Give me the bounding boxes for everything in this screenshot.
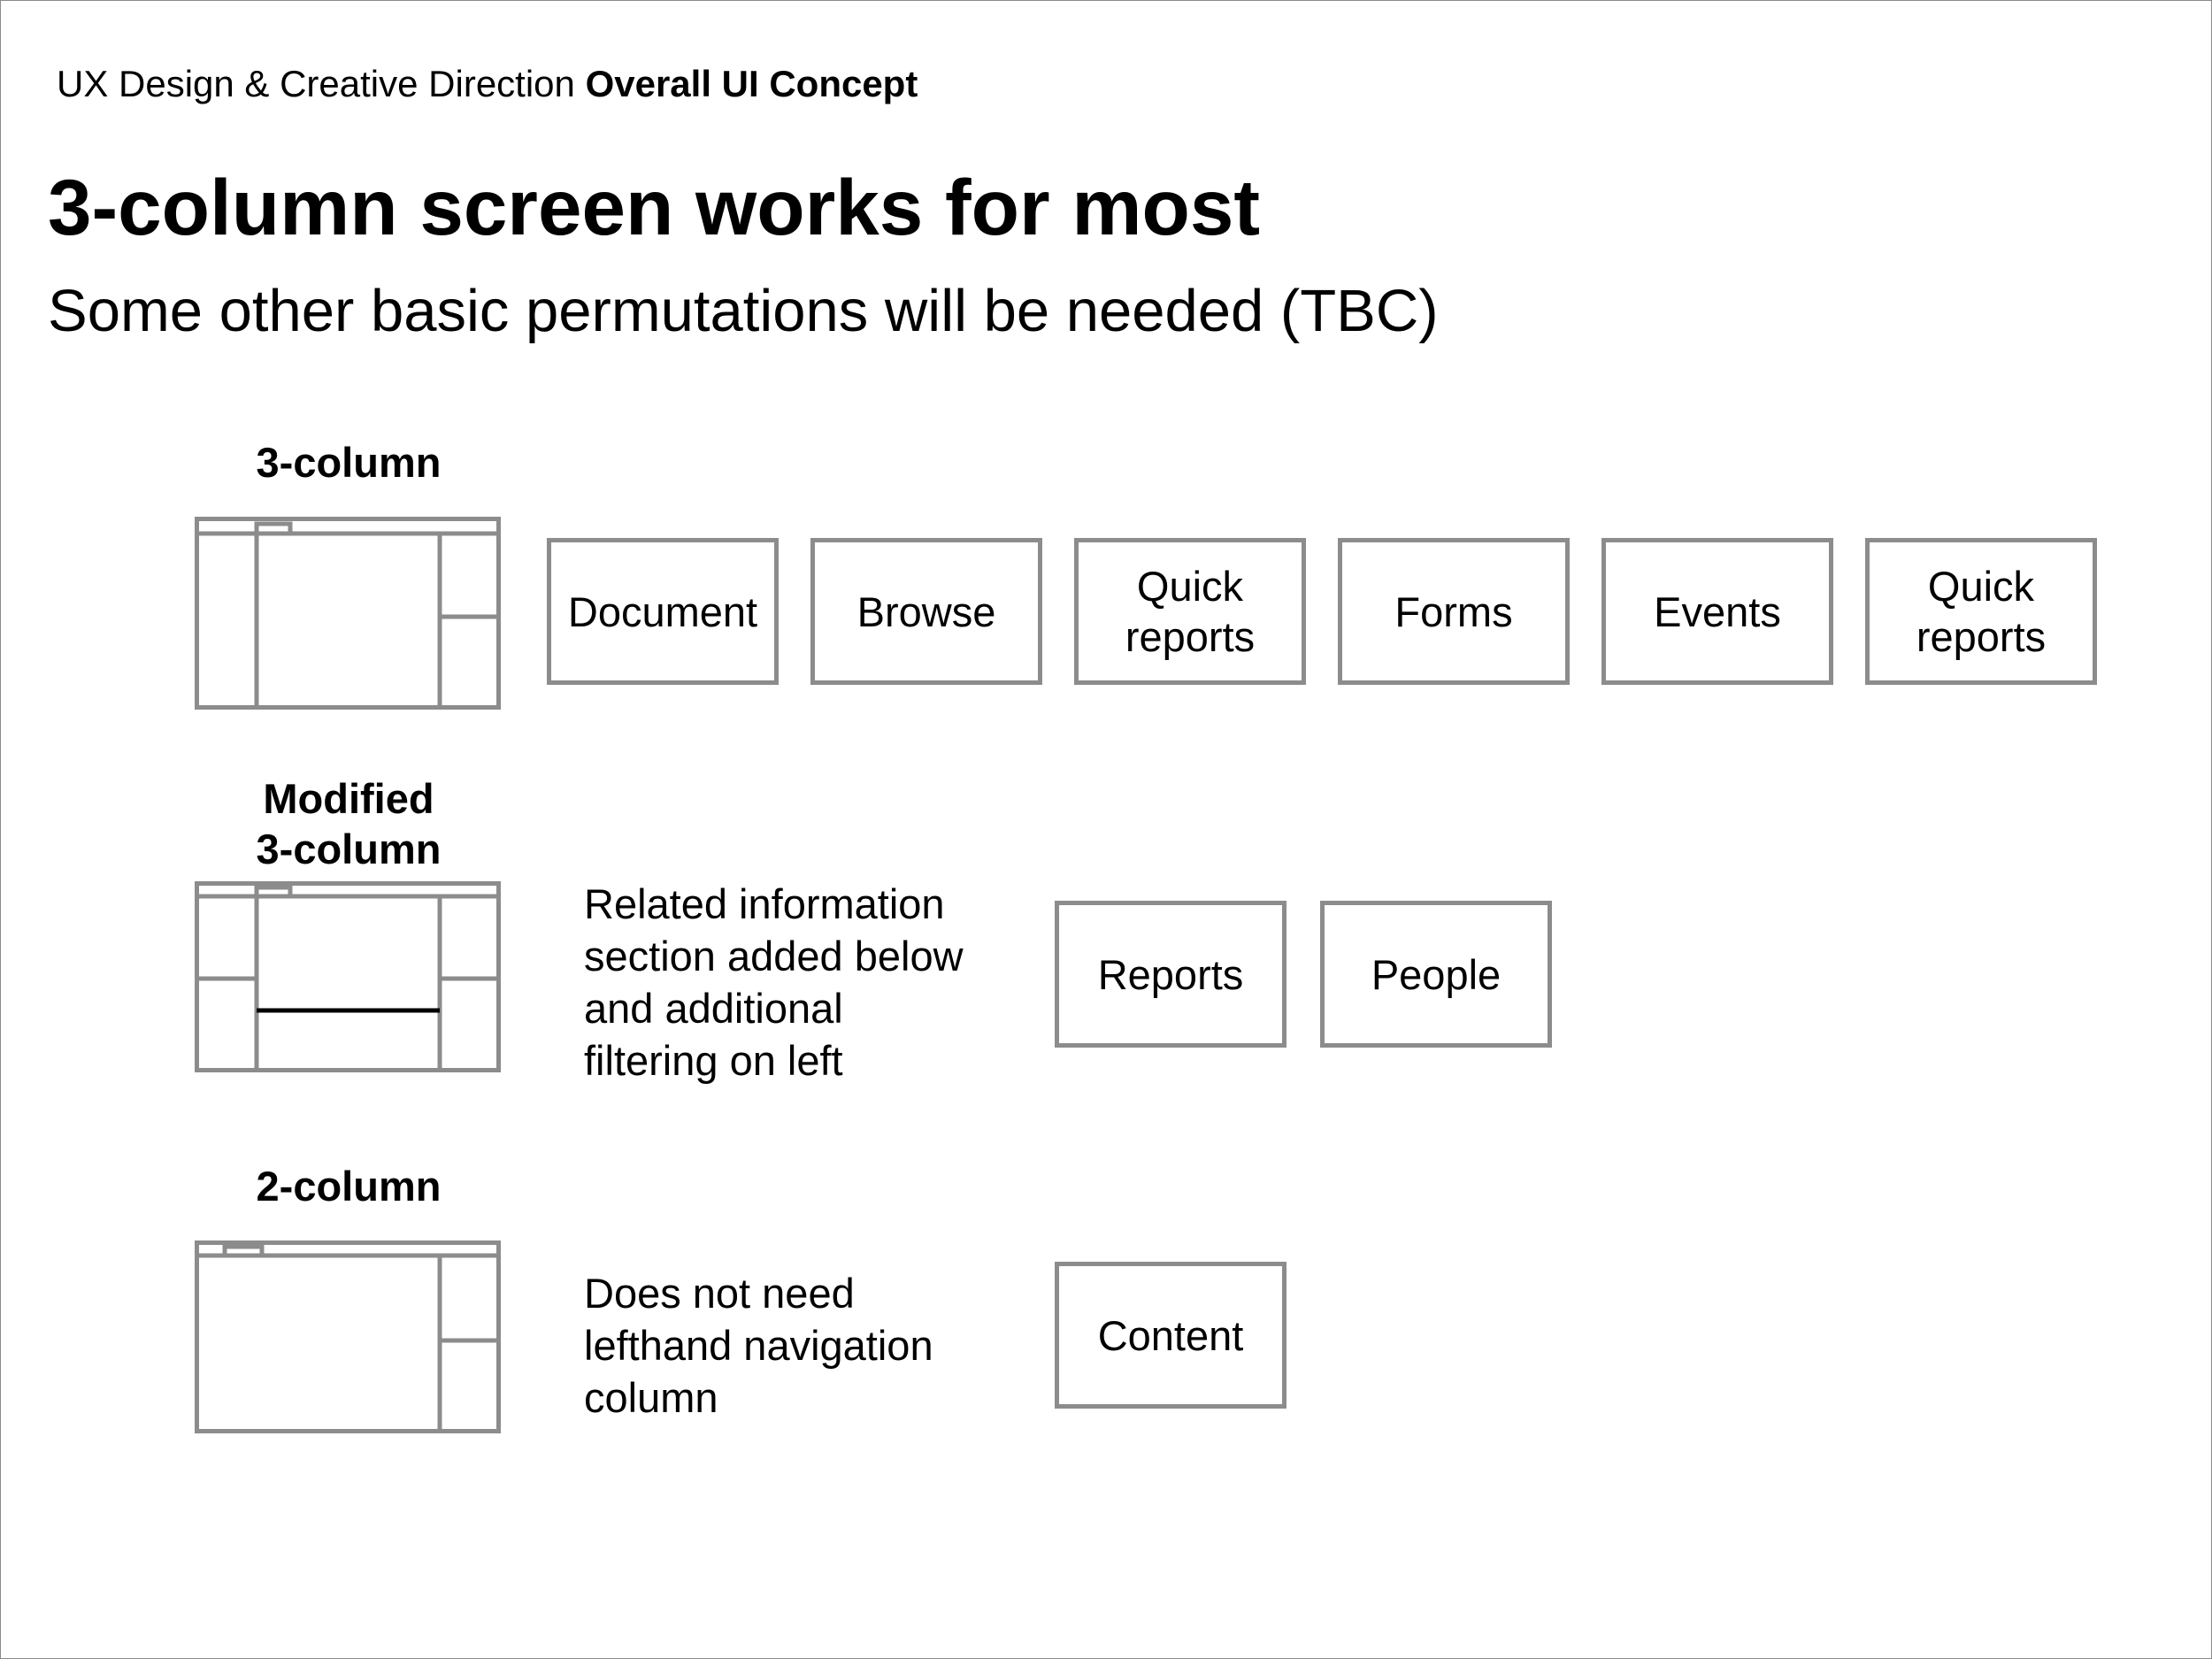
two-column-wireframe-icon xyxy=(195,1240,501,1433)
row-label-modified-three-column: Modified 3-column xyxy=(256,775,442,872)
modified-three-column-description: Related information section added below … xyxy=(584,880,964,1084)
layout-box-content: Content xyxy=(1055,1262,1286,1409)
page-title: 3-column screen works for most xyxy=(48,163,1260,251)
three-column-wireframe-icon xyxy=(195,517,501,710)
row-label-two-column: 2-column xyxy=(256,1163,442,1210)
header-emphasis: Overall UI Concept xyxy=(585,63,918,104)
header-prefix: UX Design & Creative Direction xyxy=(57,63,575,104)
header-line: UX Design & Creative Direction Overall U… xyxy=(57,65,918,103)
layout-box-forms: Forms xyxy=(1338,538,1570,685)
row-label-three-column: 3-column xyxy=(256,439,442,486)
layout-box-reports: Reports xyxy=(1055,901,1286,1048)
layout-box-quick-reports: Quick reports xyxy=(1074,538,1306,685)
layout-box-events: Events xyxy=(1601,538,1833,685)
layout-box-browse: Browse xyxy=(810,538,1042,685)
modified-three-column-wireframe-icon xyxy=(195,881,501,1072)
layout-box-people: People xyxy=(1320,901,1552,1048)
page-subtitle: Some other basic permutations will be ne… xyxy=(48,278,1439,344)
layout-box-document: Document xyxy=(547,538,779,685)
two-column-description: Does not need lefthand navigation column xyxy=(584,1270,933,1421)
layout-box-quick-reports-2: Quick reports xyxy=(1865,538,2097,685)
